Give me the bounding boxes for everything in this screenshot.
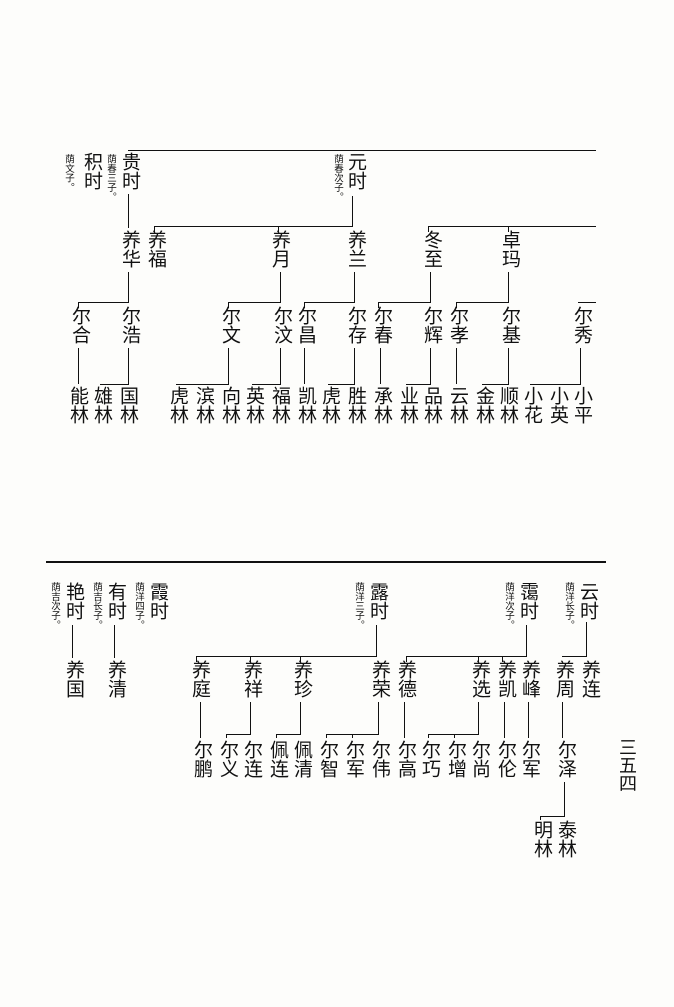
yinglin-name: 英林 (243, 386, 265, 424)
yangfeng-name: 养峰 (519, 660, 541, 698)
chenglin-name: 承林 (371, 386, 393, 424)
erze-name: 尔泽 (555, 740, 577, 778)
youshi-name: 有时 (105, 582, 127, 620)
yangting-name: 养庭 (189, 660, 211, 698)
aishi-note: 荫洋次子。 (503, 582, 514, 630)
erlian-name: 尔连 (241, 740, 263, 778)
erwen-name: 尔文 (219, 306, 241, 344)
xiaohua-name: 小花 (521, 386, 543, 424)
yanghua-name: 养华 (119, 230, 141, 268)
youshi-note: 荫吉长子。 (91, 582, 102, 630)
yangqing-name: 养清 (105, 660, 127, 698)
hulin-name: 虎林 (167, 386, 189, 424)
erxiu-name: 尔秀 (571, 306, 593, 344)
erhe-name: 尔合 (69, 306, 91, 344)
aishi-name: 霭时 (517, 582, 539, 620)
erchun-name: 尔春 (371, 306, 393, 344)
erhao-name: 尔浩 (119, 306, 141, 344)
erjun-name: 尔军 (519, 740, 541, 778)
nenglin-name: 能林 (67, 386, 89, 424)
erjun2-name: 尔军 (343, 740, 365, 778)
fulin-name: 福林 (269, 386, 291, 424)
eryi-name: 尔义 (217, 740, 239, 778)
erzeng-name: 尔增 (445, 740, 467, 778)
kailin-name: 凯林 (295, 386, 317, 424)
xiashi-name: 霞时 (147, 582, 169, 620)
yangzhou-name: 养周 (553, 660, 575, 698)
minglin-name: 明林 (531, 820, 553, 858)
yangrong-name: 养荣 (369, 660, 391, 698)
erhui-name: 尔辉 (421, 306, 443, 344)
tailin-name: 泰林 (555, 820, 577, 858)
peiqing-name: 佩清 (291, 740, 313, 778)
yunshi-name: 云时 (577, 582, 599, 620)
yelin-name: 业林 (397, 386, 419, 424)
yanshi-note: 荫吉次子。 (49, 582, 60, 630)
lushi-note: 荫洋三子。 (353, 582, 364, 630)
erxiao-name: 尔孝 (447, 306, 469, 344)
xiashi-note: 荫洋四子。 (133, 582, 144, 630)
guishi-note: 荫春三子。 (105, 154, 116, 202)
erpeng-name: 尔鹏 (191, 740, 213, 778)
shunlin-name: 顺林 (497, 386, 519, 424)
yangxuan-name: 养选 (469, 660, 491, 698)
yanshi-name: 艳时 (63, 582, 85, 620)
erji-name: 尔基 (499, 306, 521, 344)
hulin2-name: 虎林 (319, 386, 341, 424)
xianglin-name: 向林 (219, 386, 241, 424)
erlun-name: 尔伦 (495, 740, 517, 778)
xiaoping-name: 小平 (571, 386, 593, 424)
zhuoma-name: 卓玛 (499, 230, 521, 268)
yangyue-name: 养月 (269, 230, 291, 268)
lushi-name: 露时 (367, 582, 389, 620)
yangfu-name: 养福 (145, 230, 167, 268)
ercun-name: 尔存 (345, 306, 367, 344)
ergao-name: 尔高 (395, 740, 417, 778)
jishi-name: 积时 (81, 152, 103, 190)
erqiao-name: 尔巧 (419, 740, 441, 778)
jinlin-name: 金林 (473, 386, 495, 424)
xiaoying-name: 小英 (547, 386, 569, 424)
ershang-name: 尔尚 (469, 740, 491, 778)
yangde-name: 养德 (395, 660, 417, 698)
pinlin-name: 品林 (421, 386, 443, 424)
yuanshi-name: 元时 (345, 152, 367, 190)
page-number: 三五四 (616, 738, 637, 792)
yanglan-name: 养兰 (345, 230, 367, 268)
erzhi-name: 尔智 (317, 740, 339, 778)
erwei-name: 尔伟 (369, 740, 391, 778)
yunshi-note: 荫洋长子。 (563, 582, 574, 630)
yuanshi-note: 荫春次子。 (332, 154, 343, 202)
jishi-note: 荫文子。 (63, 154, 74, 192)
erchang-name: 尔昌 (295, 306, 317, 344)
shenglin-name: 胜林 (345, 386, 367, 424)
guishi-name: 贵时 (119, 152, 141, 190)
yanglian-name: 养连 (579, 660, 601, 698)
erwen2-name: 尔汶 (271, 306, 293, 344)
yangguo-name: 养国 (63, 660, 85, 698)
dongzhi-name: 冬至 (421, 230, 443, 268)
yunlin-name: 云林 (447, 386, 469, 424)
yangkai-name: 养凯 (495, 660, 517, 698)
peilian-name: 佩连 (267, 740, 289, 778)
xionglin-name: 雄林 (91, 386, 113, 424)
guolin-name: 国林 (117, 386, 139, 424)
binlin-name: 滨林 (193, 386, 215, 424)
yangzhen-name: 养珍 (291, 660, 313, 698)
yangxiang-name: 养祥 (241, 660, 263, 698)
